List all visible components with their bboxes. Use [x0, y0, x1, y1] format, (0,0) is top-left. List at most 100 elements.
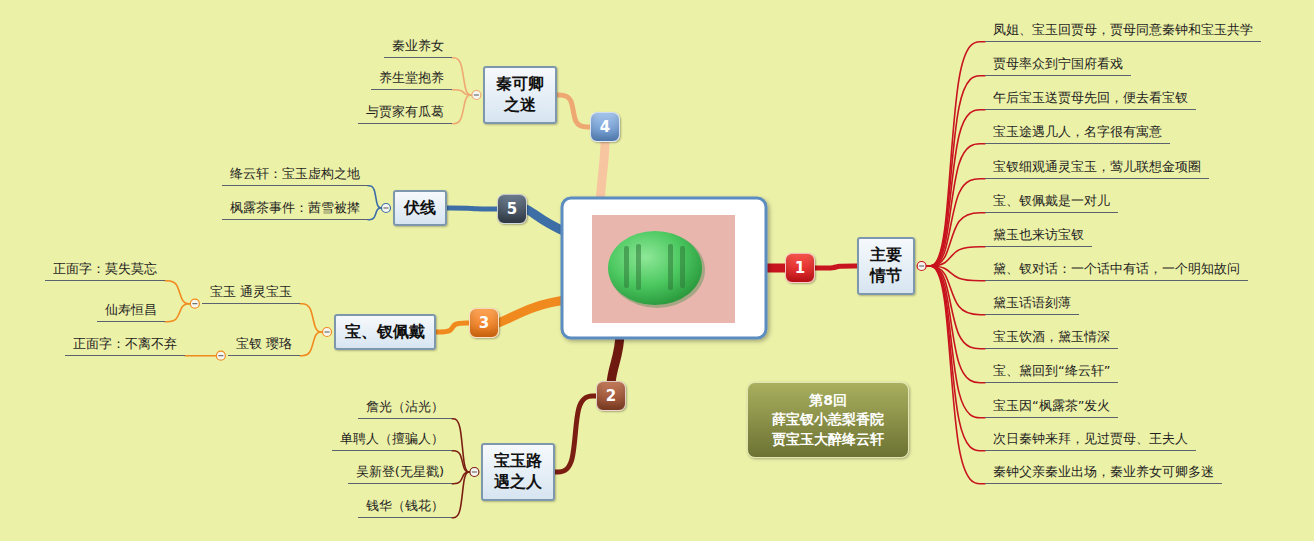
leaf-topic: 绛云轩：宝玉虚构之地: [222, 164, 368, 187]
node-text: 宝玉途遇几人，名字很有寓意: [993, 124, 1162, 141]
node-text: 1: [786, 254, 814, 282]
collapse-minus: [192, 303, 197, 304]
node-text: 枫露茶事件：茜雪被撵: [230, 200, 360, 217]
node-text: 午后宝玉送贾母先回，便去看宝钗: [993, 90, 1188, 107]
branch-connector: [368, 186, 382, 208]
collapse-symbol: [917, 262, 926, 271]
trunk-lines: [498, 141, 788, 384]
collapse-symbol: [470, 468, 479, 477]
branch-number: 4: [590, 112, 620, 142]
node-text: 黛玉话语刻薄: [993, 295, 1071, 312]
node-text: 宝、钗佩戴是一对儿: [993, 193, 1110, 210]
leaf-topic: 贾母率众到宁国府看戏: [985, 54, 1131, 77]
node-text: 5: [498, 195, 526, 223]
node-text: 秦可卿之迷: [494, 74, 545, 116]
node-text: 宝玉路遇之人: [492, 451, 543, 493]
node-text: 第8回: [766, 391, 890, 411]
topic-box: 主要情节: [857, 237, 914, 295]
collapse-minus: [474, 95, 479, 96]
branch-connector: [300, 332, 323, 356]
branch-connector: [185, 355, 216, 357]
leaf-topic: 宝玉饮酒，黛玉情深: [985, 327, 1118, 350]
leaf-topic: 正面字：莫失莫忘: [45, 259, 165, 282]
branch-connector: [815, 266, 857, 268]
leaf-topic: 养生堂抱养: [371, 68, 452, 91]
node-text: 宝玉因“枫露茶”发火: [993, 398, 1110, 415]
node-text: 黛、钗对话：一个话中有话，一个明知故问: [993, 261, 1240, 278]
branch-number: 2: [596, 381, 626, 411]
node-text: 凤姐、宝玉回贾母，贾母同意秦钟和宝玉共学: [993, 22, 1253, 39]
node-text: 主要情节: [868, 245, 903, 287]
leaf-topic: 黛玉话语刻薄: [985, 293, 1079, 316]
branch-connector: [926, 110, 985, 266]
branch-connector: [926, 266, 985, 349]
node-text: 次日秦钟来拜，见过贾母、王夫人: [993, 431, 1188, 448]
branch-connector: [555, 396, 596, 472]
branch-connector: [926, 247, 985, 266]
collapse-minus: [325, 331, 330, 332]
topic-box: 宝、钗佩戴: [334, 314, 436, 351]
branch-connector: [926, 266, 985, 383]
leaf-topic: 枫露茶事件：茜雪被撵: [222, 198, 368, 221]
node-text: 宝、钗佩戴: [345, 322, 425, 343]
branch-connector: [926, 144, 985, 266]
node-text: 4: [591, 113, 619, 141]
node-text: 宝、黛回到“绛云轩”: [993, 363, 1110, 380]
node-text: 吴新登(无星戳): [356, 464, 444, 481]
collapse-minus: [472, 472, 477, 473]
leaf-topic: 宝玉因“枫露茶”发火: [985, 396, 1118, 419]
leaf-topic: 仙寿恒昌: [97, 300, 165, 323]
branch-connector: [926, 42, 985, 266]
collapse-minus: [919, 266, 924, 267]
branch-connector: [926, 179, 985, 266]
topic-box: 伏线: [393, 190, 447, 227]
leaf-topic: 单聘人（擅骗人）: [332, 429, 452, 452]
branch-connector: [452, 472, 470, 484]
leaf-topic: 詹光（沾光）: [358, 397, 452, 420]
branch-connector: [368, 208, 382, 220]
branch-connector: [926, 213, 985, 266]
node-text: 正面字：不离不弃: [73, 336, 177, 353]
leaf-topic: 黛、钗对话：一个话中有话，一个明知故问: [985, 259, 1248, 282]
node-text: 仙寿恒昌: [105, 302, 157, 319]
branch-connector: [557, 95, 590, 127]
branch-connector: [452, 472, 470, 518]
leaf-topic: 吴新登(无星戳): [348, 462, 452, 485]
leaf-topic: 黛玉也来访宝钗: [985, 225, 1092, 248]
leaf-topic: 宝玉 通灵宝玉: [202, 282, 300, 305]
branch-connector: [300, 304, 323, 332]
node-text: 贾母率众到宁国府看戏: [993, 56, 1123, 73]
trunk-line: [600, 141, 605, 204]
collapse-circle: [323, 327, 332, 336]
topic-box: 秦可卿之迷: [483, 66, 556, 124]
leaf-topic: 正面字：不离不弃: [65, 334, 185, 357]
node-text: 单聘人（擅骗人）: [340, 431, 444, 448]
node-text: 秦业养女: [392, 38, 444, 55]
collapse-symbol: [472, 91, 481, 100]
node-text: 绛云轩：宝玉虚构之地: [230, 166, 360, 183]
topic-box: 宝玉路遇之人: [481, 443, 554, 501]
branch-connector: [452, 419, 470, 472]
node-text: 伏线: [404, 198, 436, 219]
node-text: 宝钗 璎珞: [236, 336, 292, 353]
collapse-symbol: [382, 203, 391, 212]
node-text: 薛宝钗小恙梨香院 贾宝玉大醉绛云轩: [766, 410, 890, 449]
node-text: 宝玉饮酒，黛玉情深: [993, 329, 1110, 346]
branch-number: 1: [785, 253, 815, 283]
collapse-symbol: [190, 299, 199, 308]
leaf-topic: 宝钗 璎珞: [228, 334, 300, 357]
collapse-circle: [190, 299, 199, 308]
central-image: [562, 198, 766, 338]
leaf-topic: 宝、钗佩戴是一对儿: [985, 191, 1118, 214]
branch-connector: [926, 266, 985, 484]
leaf-topic: 与贾家有瓜葛: [358, 102, 452, 125]
leaf-topic: 钱华（钱花）: [358, 496, 452, 519]
chapter-title-box: 第8回薛宝钗小恙梨香院 贾宝玉大醉绛云轩: [747, 382, 909, 459]
branch-connector: [926, 76, 985, 266]
trunk-line: [526, 209, 566, 232]
node-text: 黛玉也来访宝钗: [993, 227, 1084, 244]
branch-connector: [436, 323, 469, 332]
branch-number: 3: [469, 308, 499, 338]
leaf-topic: 秦业养女: [384, 36, 452, 59]
